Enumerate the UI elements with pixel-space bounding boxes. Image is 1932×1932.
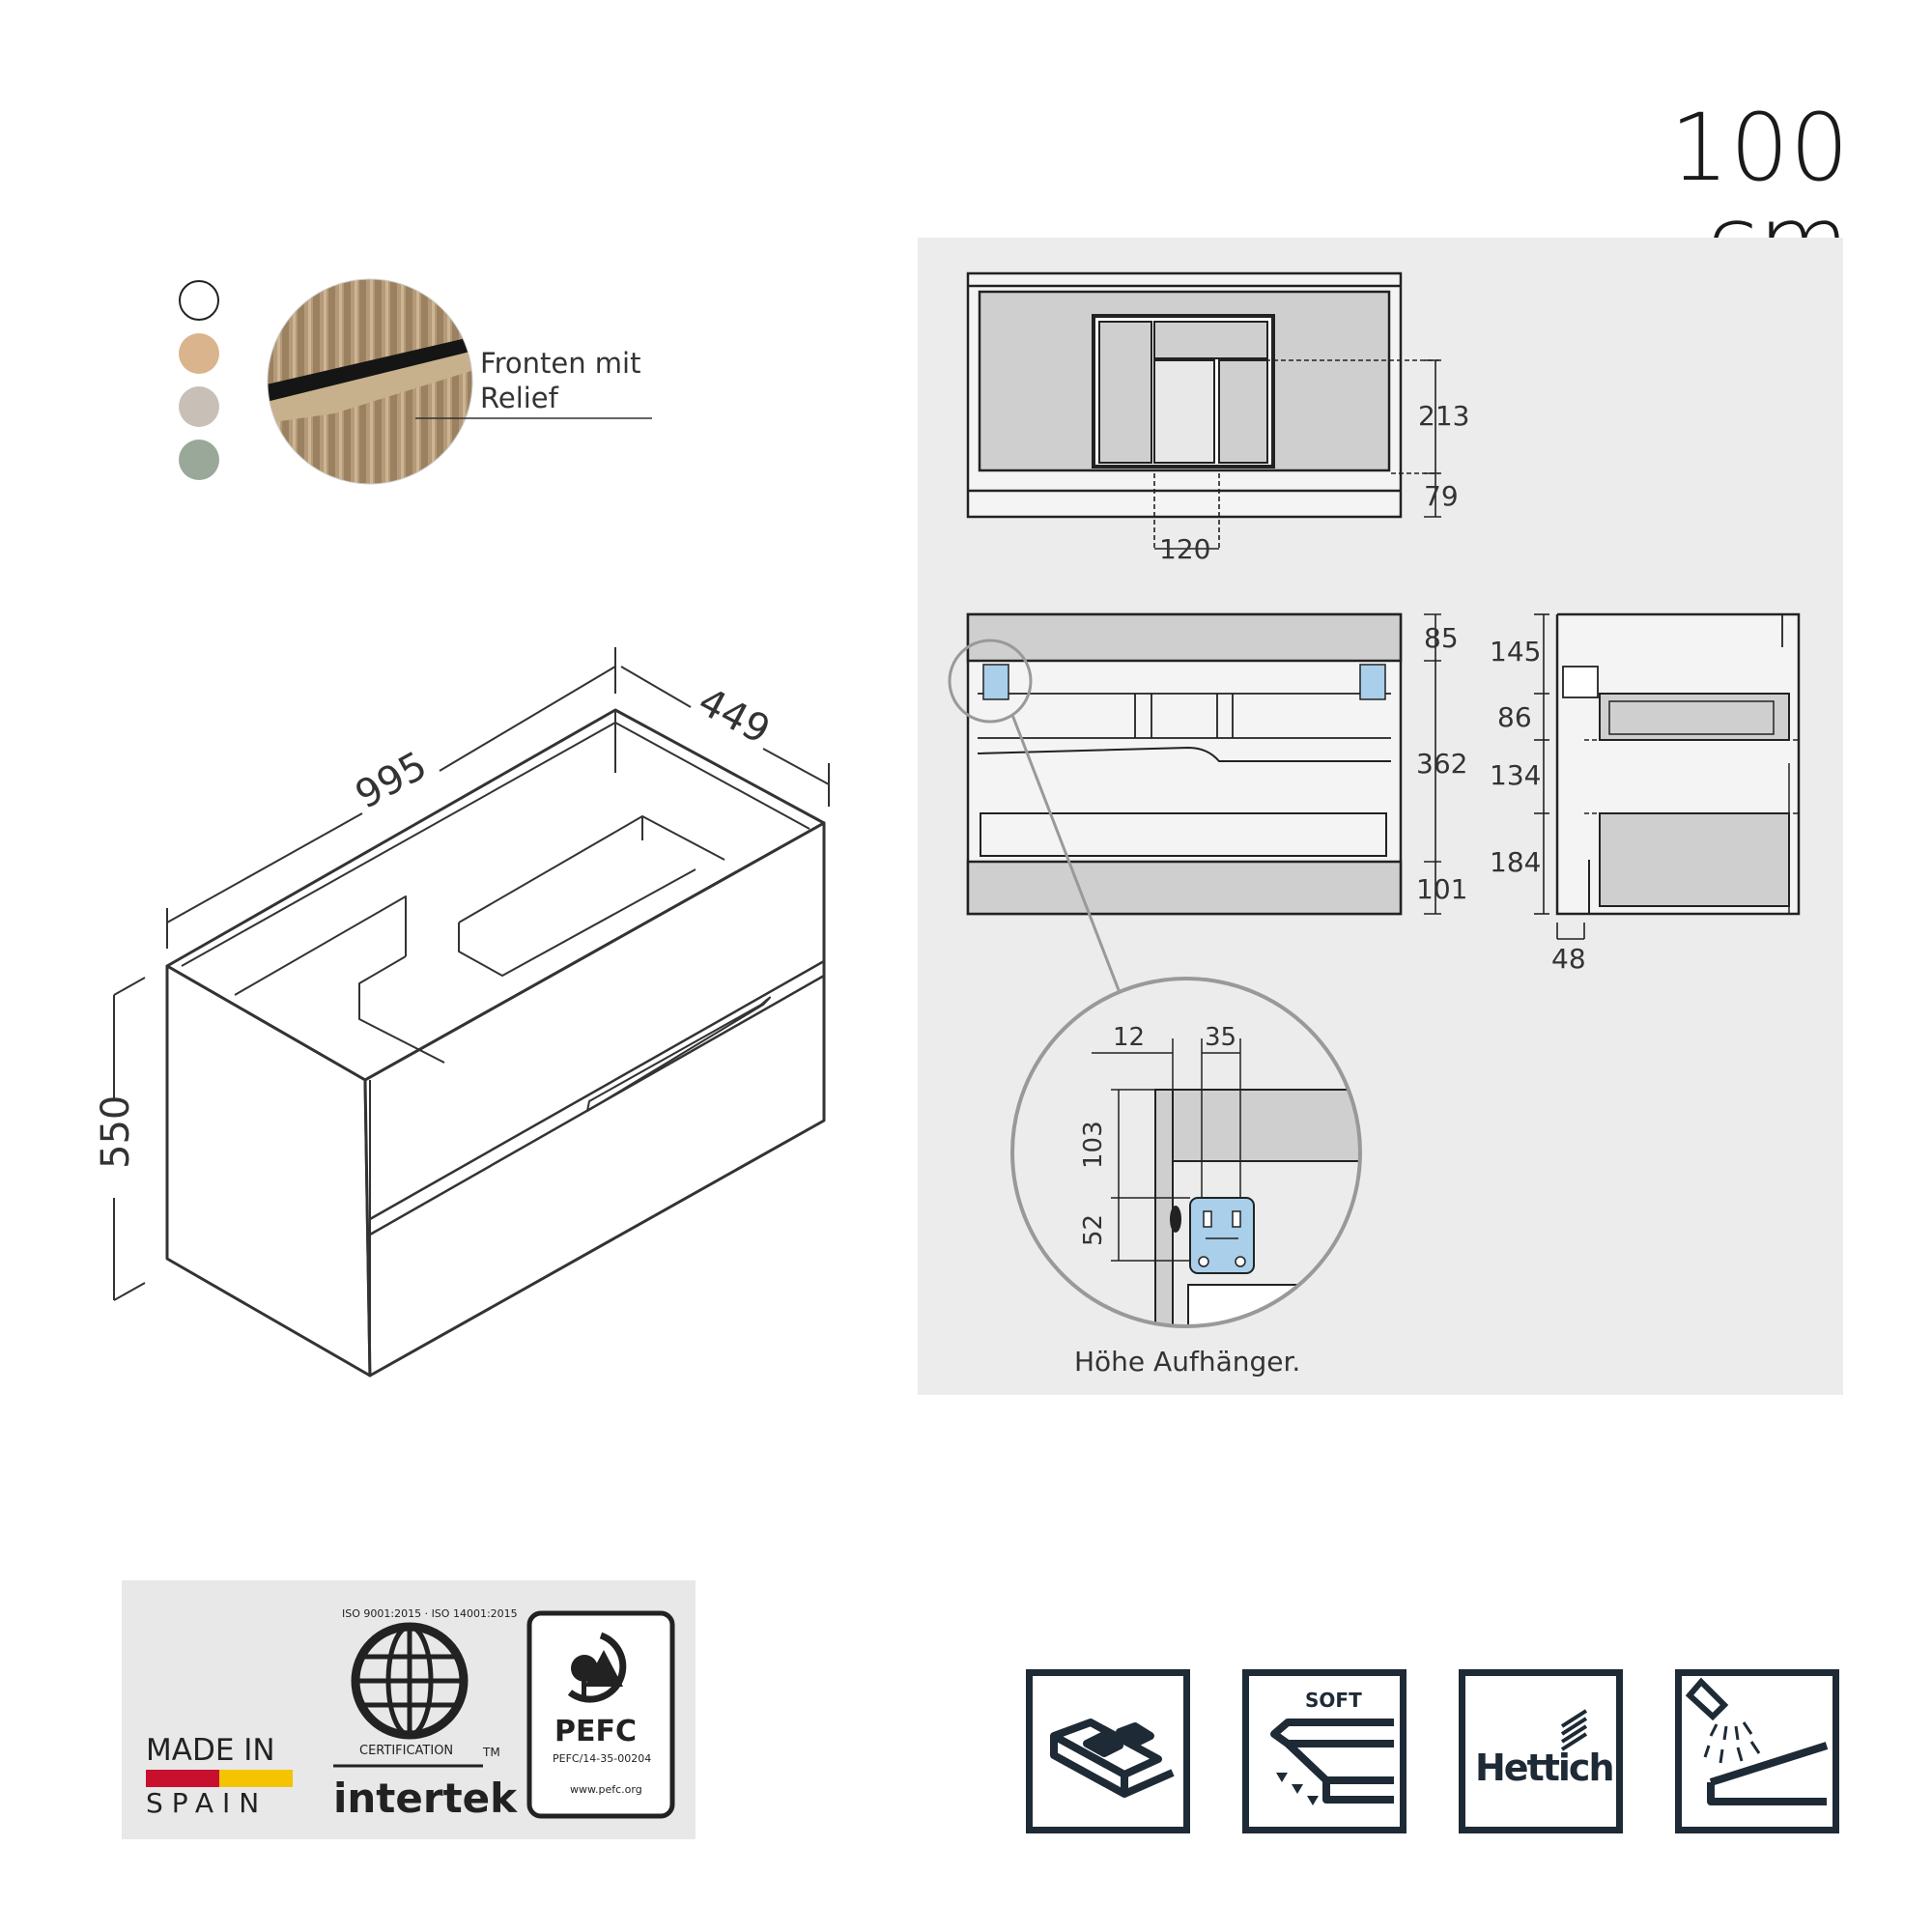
technical-drawings: 213 79 120 85 362 101 [948,271,1801,1328]
fronts-label: Fronten mit Relief [480,346,640,415]
side-dim-184: 184 [1490,846,1541,878]
intertek-wordmark: intertek [333,1775,518,1822]
feature-hettich: Hettich [1459,1669,1623,1833]
swatch-oak[interactable] [179,333,219,374]
certifications: MADE IN SPAIN ISO 9001:2015 · ISO 14001:… [146,1607,675,1822]
iso-height-dim: 550 [94,1095,138,1169]
certification-text: CERTIFICATION [359,1744,453,1758]
fronts-label-line1: Fronten mit [480,347,641,380]
swatch-white[interactable] [179,280,219,321]
iso-depth-dim: 449 [691,679,777,753]
top-dim-213: 213 [1418,400,1469,432]
soft-label: SOFT [1305,1689,1362,1712]
spain-text: SPAIN [146,1787,268,1819]
top-view [966,271,1403,519]
feature-soft-close: SOFT [1242,1669,1406,1833]
water-spray-icon [1685,1677,1829,1805]
hanger-height-caption: Höhe Aufhänger. [1074,1346,1301,1378]
pefc-url: www.pefc.org [570,1783,642,1796]
detail-dim-52: 52 [1079,1214,1108,1246]
front-dim-362: 362 [1416,748,1467,780]
top-dim-79: 79 [1424,480,1459,512]
iso-width-dim: 995 [349,743,435,817]
swatch-sage[interactable] [179,440,219,480]
relief-front-image [267,278,473,485]
drawer-organizer-icon [1050,1719,1175,1798]
detail-dim-35: 35 [1205,1023,1236,1052]
hettich-logo-icon: Hettich [1475,1709,1615,1789]
hanger-right [1359,664,1386,700]
iso-text: ISO 9001:2015 · ISO 14001:2015 [342,1607,518,1620]
swatch-cashmere[interactable] [179,386,219,427]
pefc-wordmark: PEFC [554,1715,637,1748]
tm-mark: TM [482,1746,500,1759]
side-dim-86: 86 [1497,701,1532,733]
front-dim-85: 85 [1424,622,1459,654]
detail-dim-103: 103 [1079,1121,1108,1169]
pefc-tree-icon [567,1632,627,1703]
front-dim-101: 101 [1416,873,1467,905]
hanger-side [1562,666,1599,698]
side-dim-134: 134 [1490,759,1541,791]
side-dim-48: 48 [1551,943,1586,975]
hettich-wordmark: Hettich [1475,1747,1613,1789]
front-view [966,612,1403,916]
soft-close-icon: SOFT [1270,1689,1394,1805]
intertek-globe-icon [351,1622,469,1740]
isometric-cabinet-drawing: 995 449 550 [94,647,830,1378]
side-view [1555,612,1801,916]
fronts-label-line2: Relief [480,382,558,414]
pefc-code: PEFC/14-35-00204 [553,1752,651,1765]
made-in-text: MADE IN [146,1733,275,1768]
side-dim-145: 145 [1490,636,1541,668]
top-dim-120: 120 [1159,533,1210,565]
feature-water-resistant [1675,1669,1839,1833]
feature-drawer-organizer [1026,1669,1190,1833]
detail-dim-12: 12 [1113,1023,1145,1052]
fronts-leader-line [415,417,652,419]
hanger-left [982,664,1009,700]
